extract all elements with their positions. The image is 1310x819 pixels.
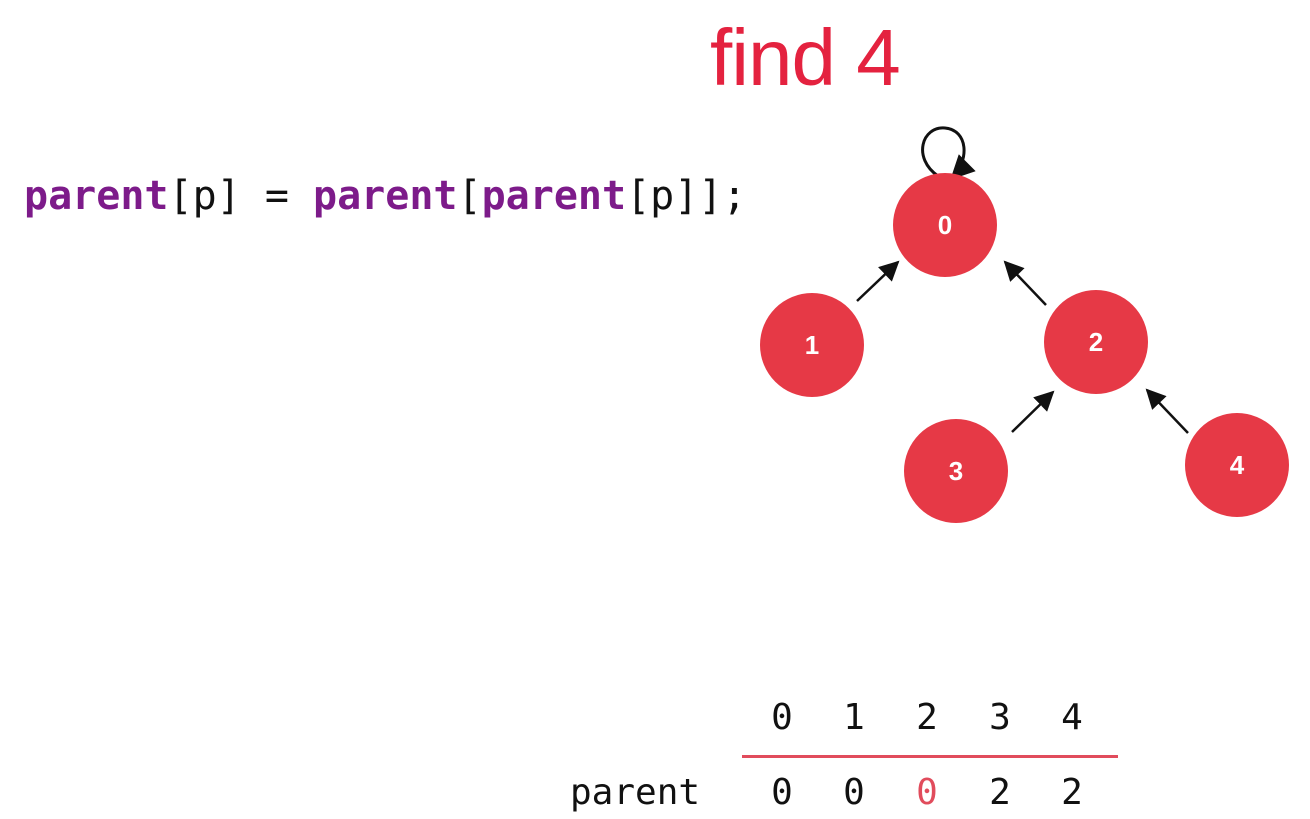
table-value-2-highlighted: 0 bbox=[916, 772, 938, 813]
code-keyword-parent-lhs: parent bbox=[24, 173, 169, 219]
tree-node-0-label: 0 bbox=[938, 210, 952, 240]
tree-node-3: 3 bbox=[904, 419, 1008, 523]
table-value-1: 0 bbox=[843, 772, 865, 813]
code-lhs-rest: [p] = bbox=[168, 173, 313, 219]
table-index-3: 3 bbox=[989, 697, 1011, 738]
table-value-4: 2 bbox=[1061, 772, 1083, 813]
tree-node-0: 0 bbox=[893, 173, 997, 277]
diagram-title: find 4 bbox=[710, 13, 901, 102]
tree-node-2-label: 2 bbox=[1089, 327, 1103, 357]
code-keyword-parent-rhs-inner: parent bbox=[481, 173, 627, 219]
table-index-1: 1 bbox=[843, 697, 865, 738]
table-row-label: parent bbox=[570, 772, 701, 813]
code-line: parent[p] = parent[parent[p]]; bbox=[24, 176, 747, 216]
table-divider bbox=[742, 755, 1118, 758]
edge-0-self-loop bbox=[921, 126, 976, 180]
tree-node-1-label: 1 bbox=[805, 330, 819, 360]
edge-3-to-2 bbox=[1011, 390, 1055, 433]
code-rhs-bracket: [ bbox=[457, 173, 482, 219]
code-rhs-rest: [p]]; bbox=[626, 173, 747, 219]
tree-node-4-label: 4 bbox=[1230, 450, 1245, 480]
tree-node-1: 1 bbox=[760, 293, 864, 397]
edge-4-to-2 bbox=[1145, 388, 1189, 434]
edge-2-to-0 bbox=[1003, 260, 1047, 306]
table-value-0: 0 bbox=[771, 772, 793, 813]
table-index-0: 0 bbox=[771, 697, 793, 738]
tree-node-2: 2 bbox=[1044, 290, 1148, 394]
table-index-4: 4 bbox=[1061, 697, 1083, 738]
table-value-3: 2 bbox=[989, 772, 1011, 813]
table-index-2: 2 bbox=[916, 697, 938, 738]
tree-node-4: 4 bbox=[1185, 413, 1289, 517]
tree-node-3-label: 3 bbox=[949, 456, 963, 486]
code-keyword-parent-rhs-outer: parent bbox=[313, 173, 458, 219]
edge-1-to-0 bbox=[856, 260, 900, 302]
